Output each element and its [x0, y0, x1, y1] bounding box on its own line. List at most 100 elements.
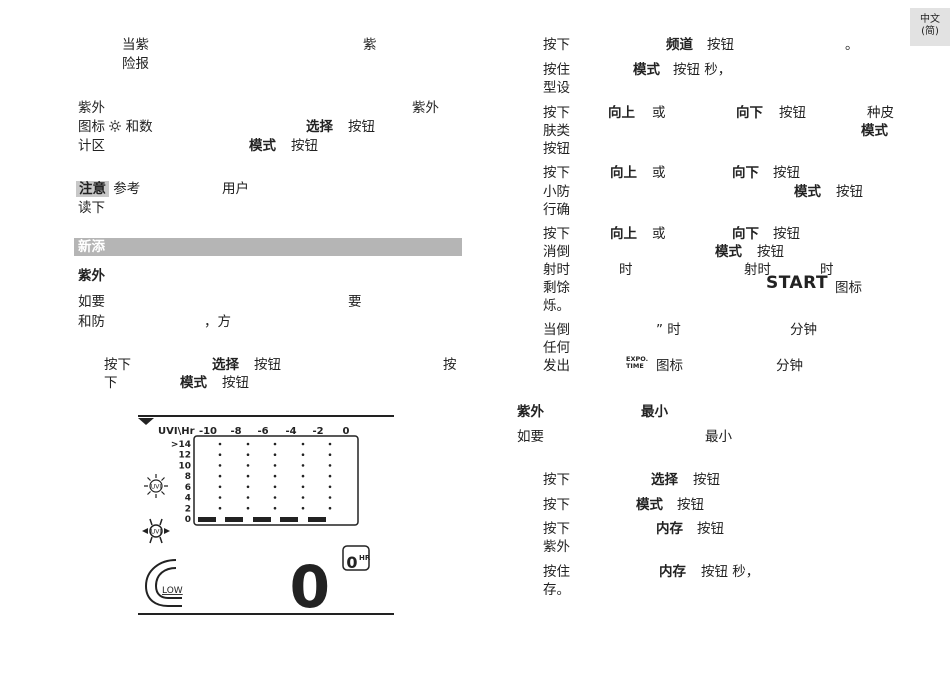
- r-s6-l3b: 图标: [656, 358, 683, 374]
- lcd-x-tick: 0: [343, 426, 350, 437]
- big-digit: 0: [290, 553, 330, 620]
- lcd-bar: [280, 517, 298, 522]
- lcd-y-tick: 4: [185, 494, 191, 504]
- r-s5-l4: 剩馀: [543, 280, 570, 296]
- r-s5-l3c: 射时: [744, 262, 771, 278]
- r-s7-c: 按钮: [693, 472, 720, 488]
- r-s9-memory-bold: 内存: [656, 521, 683, 537]
- language-tab-line2: (简): [921, 26, 939, 37]
- r-s10-memory-bold: 内存: [659, 564, 686, 580]
- r-s3-l3: 按钮: [543, 141, 570, 157]
- left-p4-select-bold: 选择: [212, 357, 239, 373]
- left-p4-l1a: 按下: [104, 357, 131, 373]
- lcd-dot: [246, 496, 250, 499]
- lcd-dot: [218, 506, 222, 510]
- r-s3-c: 或: [652, 105, 666, 121]
- r-s4-c: 或: [652, 165, 666, 181]
- lcd-bar: [198, 517, 216, 522]
- r-s5-l3d: 时: [820, 262, 834, 278]
- r-s5-down-bold: 向下: [732, 226, 759, 242]
- hr-label: HR: [359, 554, 371, 562]
- lcd-dot: [301, 464, 305, 467]
- lcd-y-tick: 12: [178, 451, 191, 461]
- r-s2-a: 按住: [543, 62, 570, 78]
- lcd-bars: [198, 517, 326, 522]
- lcd-dot-grid: [218, 442, 332, 510]
- lcd-x-tick: -4: [285, 426, 296, 437]
- r-s3-f: 种皮: [867, 105, 894, 121]
- left-p2-l2b: 和数: [121, 119, 153, 135]
- r-head2-a: 紫外: [517, 404, 544, 420]
- note-label: 注意: [76, 181, 109, 197]
- lcd-dot: [328, 442, 332, 446]
- lcd-dot: [218, 442, 222, 446]
- left-p3-l2a: 和防: [78, 314, 105, 330]
- r-s3-l2: 肤类: [543, 123, 570, 139]
- r-s4-mode-bold: 模式: [794, 184, 821, 200]
- r-s1-channel-bold: 频道: [666, 37, 693, 53]
- lcd-dot: [301, 506, 305, 510]
- r-s9-l2: 紫外: [543, 539, 570, 555]
- r-s8-c: 按钮: [677, 497, 704, 513]
- r-s10-c: 按钮 秒，: [701, 564, 760, 580]
- r-s4-a: 按下: [543, 165, 570, 181]
- r-s5-l5: 烁。: [543, 298, 570, 314]
- left-p2-l1a: 紫外: [78, 100, 105, 116]
- lcd-bar: [308, 517, 326, 522]
- uvi-sun-icon: UVI: [144, 474, 168, 498]
- left-p3-l2b: ，方: [204, 314, 231, 330]
- r-s6-c: 分钟: [790, 322, 817, 338]
- left-p2-select-bold: 选择: [306, 119, 333, 135]
- r-s6-b: ” 时: [656, 322, 681, 338]
- lcd-x-tick: -10: [199, 426, 217, 437]
- lcd-bar: [253, 517, 271, 522]
- r-s5-a: 按下: [543, 226, 570, 242]
- left-p3-l1b: 要: [348, 294, 362, 310]
- expo-icon-line1: EXPO.: [626, 355, 649, 363]
- lcd-dot: [328, 464, 332, 467]
- r-s3-up-bold: 向上: [608, 105, 635, 121]
- lcd-x-tick: -8: [230, 426, 241, 437]
- r-s6-l3c: 分钟: [776, 358, 803, 374]
- lcd-y-tick: 0: [185, 515, 191, 525]
- left-p3-l1a: 如要: [78, 294, 105, 310]
- lcd-y-tick: >14: [171, 440, 191, 450]
- lcd-dot: [246, 506, 250, 510]
- lcd-dot: [301, 496, 305, 499]
- lcd-y-tick: 2: [185, 504, 191, 514]
- lcd-y-tick: 6: [185, 483, 191, 493]
- r-s4-l2c: 按钮: [836, 184, 863, 200]
- left-p4-l2a: 下: [104, 375, 118, 391]
- lcd-dot: [328, 496, 332, 499]
- lcd-dot: [218, 453, 222, 456]
- r-head2-b: 最小: [641, 404, 668, 420]
- hour-digit: 0: [346, 553, 357, 572]
- r-s5-l2: 消倒: [543, 244, 570, 260]
- lcd-dot: [273, 506, 277, 510]
- lcd-y-tick: 8: [185, 472, 191, 482]
- left-p4-mode-bold: 模式: [180, 375, 207, 391]
- r-s2-l2: 型设: [543, 80, 570, 96]
- lcd-dot: [273, 474, 277, 478]
- left-p2-l3a: 计区: [78, 138, 105, 154]
- r-s8-mode-bold: 模式: [636, 497, 663, 513]
- r-s3-a: 按下: [543, 105, 570, 121]
- expo-time-icon: EXPO. TIME: [626, 356, 648, 370]
- r-p2-b: 最小: [705, 429, 732, 445]
- r-s2-mode-bold: 模式: [633, 62, 660, 78]
- r-s5-l2c: 按钮: [757, 244, 784, 260]
- r-s4-up-bold: 向上: [610, 165, 637, 181]
- big-digit-display: 0: [290, 553, 330, 620]
- left-p2-l2d: 按钮: [348, 119, 375, 135]
- r-s5-up-bold: 向上: [610, 226, 637, 242]
- lcd-dot: [218, 474, 222, 478]
- expo-icon-line2: TIME: [626, 362, 644, 370]
- left-p1-l2: 险报: [122, 56, 149, 72]
- lcd-dot: [328, 506, 332, 510]
- r-s5-e: 按钮: [773, 226, 800, 242]
- lcd-x-tick: -2: [312, 426, 323, 437]
- subheading: 紫外: [78, 268, 105, 284]
- uvi-alert-label: UVI: [151, 529, 161, 536]
- lcd-bar: [225, 517, 243, 522]
- r-s5-l3: 射时: [543, 262, 570, 278]
